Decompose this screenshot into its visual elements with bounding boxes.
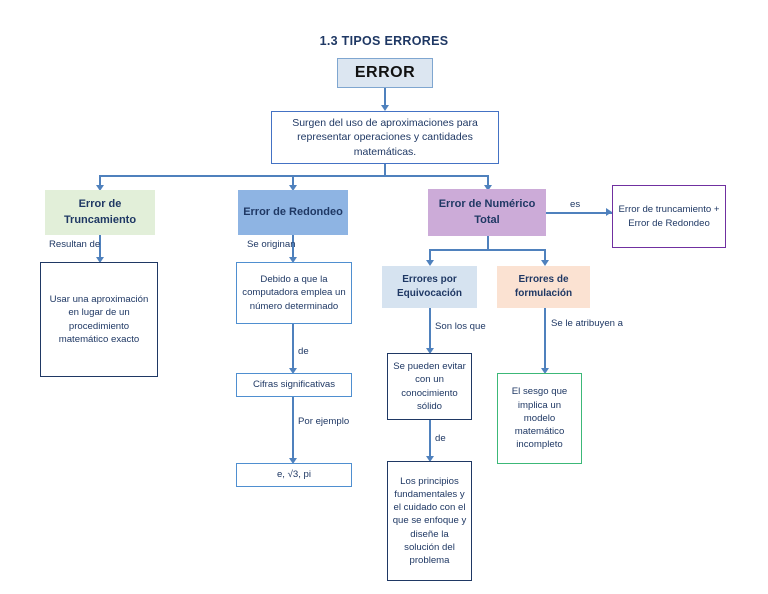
arrowhead-equivocacion-detalle (425, 348, 434, 354)
connector-equivocacion-down (429, 308, 431, 350)
edge-label-resultan-de: Resultan de (49, 239, 101, 250)
node-ejemplos[interactable]: e, √3, pi (236, 463, 352, 487)
connector-bus-to-numerico-total (487, 175, 489, 187)
node-error[interactable]: ERROR (337, 58, 433, 88)
arrowhead-sesgo (540, 368, 549, 374)
node-cifras-significativas[interactable]: Cifras significativas (236, 373, 352, 397)
connector-numerico-total-bus (429, 249, 546, 251)
node-redondeo-detalle[interactable]: Debido a que la computadora emplea un nú… (236, 262, 352, 324)
node-sesgo-modelo[interactable]: El sesgo que implica un modelo matemátic… (497, 373, 582, 464)
connector-formulacion-down (544, 308, 546, 370)
node-errores-equivocacion-label: Errores por Equivocación (396, 274, 462, 299)
page-title: 1.3 TIPOS ERRORES (319, 34, 449, 48)
node-error-redondeo[interactable]: Error de Redondeo (238, 190, 348, 235)
node-errores-formulacion[interactable]: Errores de formulación (497, 266, 590, 308)
arrowhead-numerico-total (483, 185, 492, 191)
node-suma-errores[interactable]: Error de truncamiento + Error de Redonde… (612, 185, 726, 248)
arrowhead-truncamiento-detalle (95, 257, 104, 263)
node-error-label: ERROR (354, 63, 416, 81)
arrowhead-principios (425, 456, 434, 462)
edge-label-se-originan: Se originan (247, 239, 296, 250)
node-equivocacion-detalle[interactable]: Se pueden evitar con un conocimiento sól… (387, 353, 472, 420)
node-truncamiento-detalle-label: Usar una aproximación en lugar de un pro… (49, 294, 149, 345)
arrowhead-redondeo (288, 185, 297, 191)
arrowhead-formulacion (540, 260, 549, 266)
connector-bus-to-formulacion (544, 249, 546, 262)
node-root-description[interactable]: Surgen del uso de aproximaciones para re… (271, 111, 499, 164)
edge-label-por-ejemplo: Por ejemplo (298, 416, 350, 427)
edge-label-se-le-atribuyen-a: Se le atribuyen a (551, 318, 623, 329)
edge-label-son-los-que: Son los que (435, 321, 486, 332)
node-error-numerico-total[interactable]: Error de Numérico Total (428, 189, 546, 236)
node-errores-formulacion-label: Errores de formulación (514, 274, 573, 299)
node-principios-fundamentales[interactable]: Los principios fundamentales y el cuidad… (387, 461, 472, 581)
connector-bus-to-equivocacion (429, 249, 431, 262)
connector-redondeo-down (292, 235, 294, 259)
edge-label-es: es (570, 199, 581, 210)
arrowhead-redondeo-detalle (288, 257, 297, 263)
connector-error-to-description (384, 88, 386, 107)
connector-cifras-to-ejemplos (292, 397, 294, 460)
node-suma-errores-label: Error de truncamiento + Error de Redonde… (618, 204, 720, 229)
node-error-truncamiento-label: Error de Truncamiento (63, 198, 137, 226)
connector-numerico-total-to-suma (546, 212, 612, 214)
node-root-description-label: Surgen del uso de aproximaciones para re… (292, 116, 478, 158)
connector-bus-right (384, 175, 488, 177)
connector-truncamiento-down (99, 235, 101, 259)
edge-label-de-cifras: de (298, 346, 309, 357)
arrowhead-error-to-description (380, 105, 389, 111)
arrowhead-suma-errores (606, 208, 612, 216)
edge-label-de-principios: de (435, 433, 446, 444)
node-principios-fundamentales-label: Los principios fundamentales y el cuidad… (392, 475, 467, 567)
connector-description-down (384, 164, 386, 176)
node-error-redondeo-label: Error de Redondeo (243, 205, 343, 218)
node-ejemplos-label: e, √3, pi (276, 469, 312, 481)
node-equivocacion-detalle-label: Se pueden evitar con un conocimiento sól… (393, 361, 466, 412)
arrowhead-ejemplos (288, 458, 297, 464)
connector-equivocacion-to-principios (429, 420, 431, 458)
connector-numerico-total-down (487, 236, 489, 250)
connector-bus-to-truncamiento (99, 175, 101, 187)
node-truncamiento-detalle[interactable]: Usar una aproximación en lugar de un pro… (40, 262, 158, 377)
arrowhead-cifras (288, 368, 297, 374)
node-redondeo-detalle-label: Debido a que la computadora emplea un nú… (242, 274, 346, 312)
connector-bus-to-redondeo (292, 175, 294, 187)
node-errores-equivocacion[interactable]: Errores por Equivocación (382, 266, 477, 308)
connector-redondeo-to-cifras (292, 324, 294, 370)
node-sesgo-modelo-label: El sesgo que implica un modelo matemátic… (511, 386, 568, 451)
node-error-numerico-total-label: Error de Numérico Total (438, 198, 536, 226)
node-error-truncamiento[interactable]: Error de Truncamiento (45, 190, 155, 235)
arrowhead-truncamiento (95, 185, 104, 191)
node-cifras-significativas-label: Cifras significativas (252, 379, 336, 391)
connector-bus-left (99, 175, 385, 177)
arrowhead-equivocacion (425, 260, 434, 266)
